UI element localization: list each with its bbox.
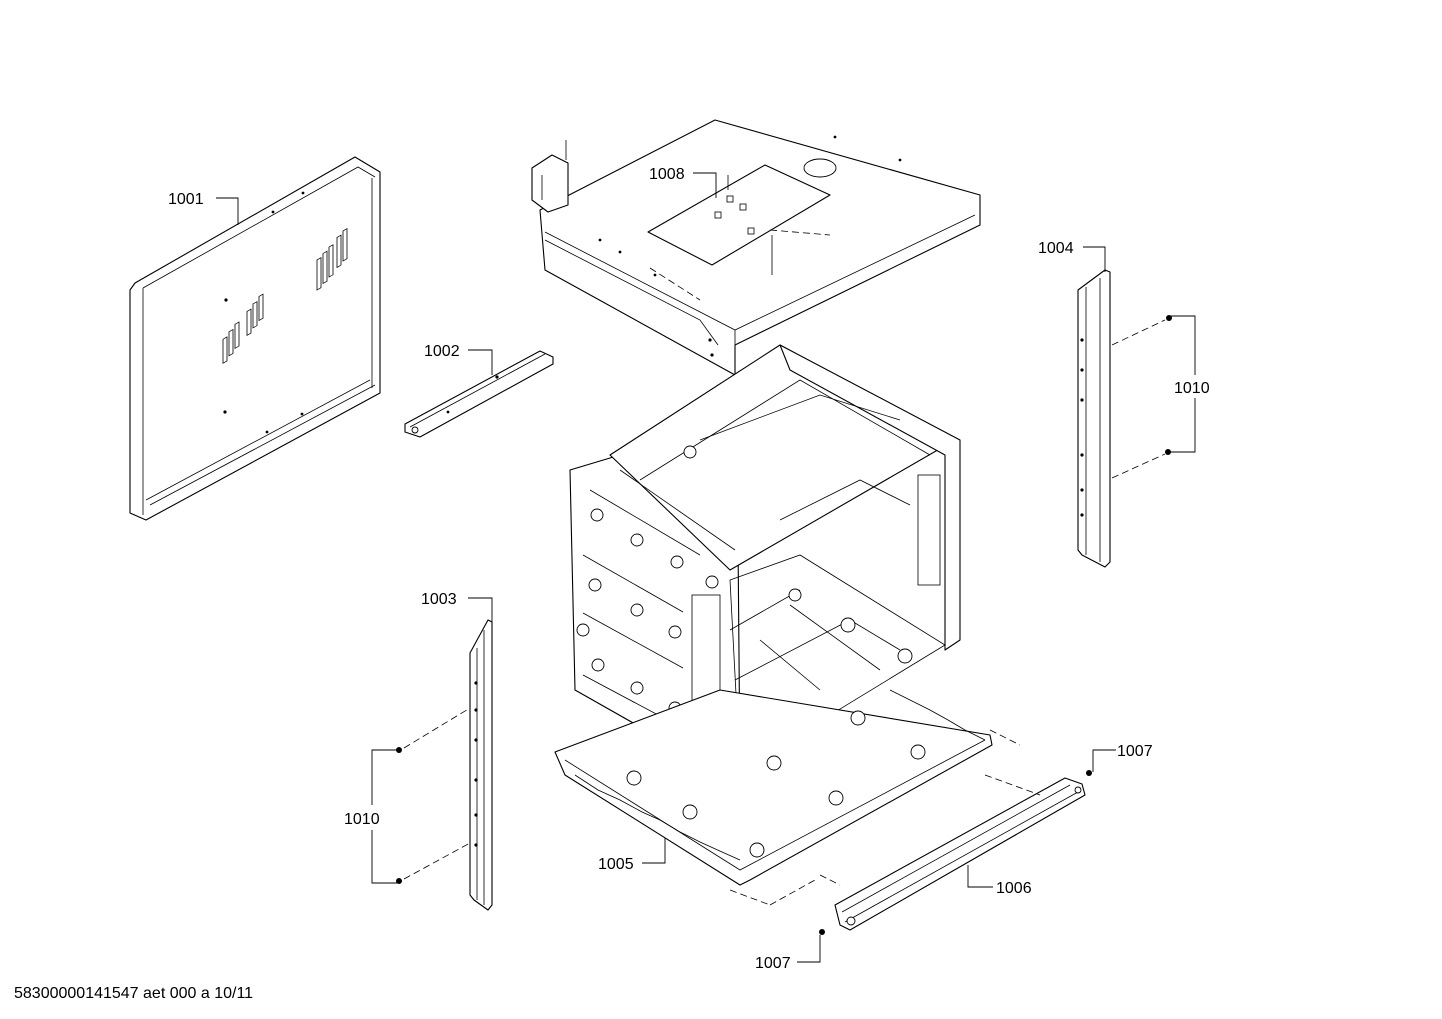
screw-1010-left-top <box>396 747 402 753</box>
label-1003: 1003 <box>421 591 457 608</box>
label-1001: 1001 <box>168 191 204 208</box>
part-1003-side-rail <box>469 619 493 911</box>
screw-1010-right-top <box>1166 315 1172 321</box>
assembly-lines <box>403 229 1166 906</box>
part-1004-side-rail <box>1077 269 1111 568</box>
label-1010-left: 1010 <box>344 811 380 828</box>
vent-slots-center <box>222 293 264 364</box>
label-1005: 1005 <box>598 856 634 873</box>
label-1007-right: 1007 <box>1117 743 1153 760</box>
label-1010-right: 1010 <box>1174 380 1210 397</box>
label-1008: 1008 <box>649 166 685 183</box>
part-1006-front-rail <box>834 777 1086 931</box>
label-1004: 1004 <box>1038 240 1074 257</box>
screw-1007-bottom <box>819 929 825 935</box>
screw-1010-right-bottom <box>1165 449 1171 455</box>
label-1002: 1002 <box>424 343 460 360</box>
part-1005-bottom-tray <box>554 689 993 886</box>
leader-lines <box>216 172 1196 963</box>
part-1002-rail <box>404 350 554 438</box>
screw-1010-left-bottom <box>396 878 402 884</box>
drawing-reference-footer: 58300000141547 aet 000 a 10/11 <box>14 985 253 1002</box>
part-1001-back-panel <box>129 156 381 521</box>
label-1007-bottom: 1007 <box>755 955 791 972</box>
vent-slots-right <box>316 228 348 291</box>
oven-cavity <box>569 344 961 776</box>
screw-1007-right <box>1086 770 1092 776</box>
label-1006: 1006 <box>996 880 1032 897</box>
part-1008-top-cover <box>531 119 981 376</box>
